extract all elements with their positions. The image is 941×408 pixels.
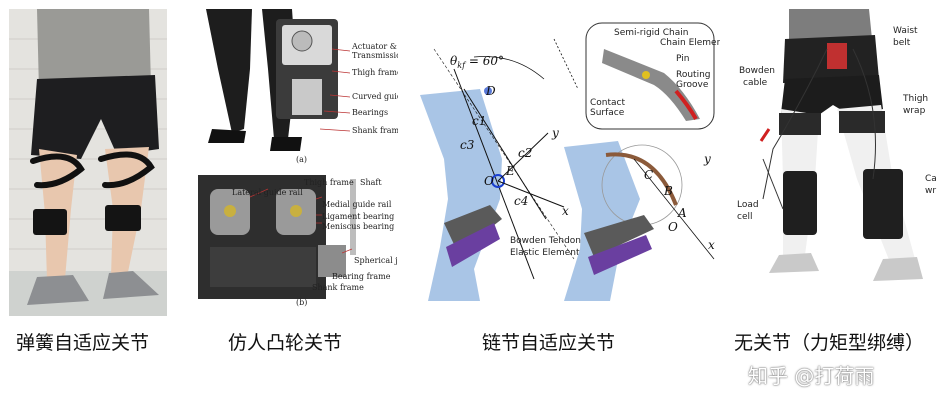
label-lateral-guide: Lateral guide rail (232, 188, 303, 197)
label-sub-b: (b) (296, 298, 307, 307)
label-ligament-bearing: Ligament bearing (322, 212, 394, 221)
label-surface: Surface (590, 108, 625, 118)
jointless-photo: Waist belt Bowden cable Thigh wrap Load … (733, 9, 941, 307)
label-thigh-frame-a: Thigh frame (352, 68, 398, 77)
label-x: x (562, 204, 569, 218)
label-load-2: cell (737, 212, 753, 222)
label-bowden-2: cable (743, 78, 768, 88)
label-medial-guide: Medial guide rail (322, 200, 392, 209)
label-contact: Contact (590, 98, 625, 108)
cam-joint-figure: Actuator & Transmission Thigh frame Curv… (192, 9, 398, 307)
label-y2: y (703, 152, 711, 166)
label-thigh-1: Thigh (902, 94, 928, 104)
label-D: D (485, 84, 496, 98)
label-theta: θkf = 60° (450, 54, 504, 70)
label-bowden-tendon: Bowden Tendon (510, 236, 581, 246)
label-chain-element: Chain Element (660, 38, 720, 48)
label-sub-a: (a) (296, 155, 307, 164)
label-C: C (644, 168, 653, 182)
cam-joint-illustration: Actuator & Transmission Thigh frame Curv… (198, 9, 398, 307)
chain-joint-figure: θkf = 60° D E O c1 c2 c3 c4 y x Bowden T… (414, 9, 720, 307)
label-c1: c1 (472, 114, 486, 128)
label-groove: Groove (676, 80, 709, 90)
caption-spring-joint: 弹簧自适应关节 (16, 332, 150, 354)
jointless-illustration: Waist belt Bowden cable Thigh wrap Load … (737, 9, 937, 281)
label-waist-1: Waist (893, 26, 918, 36)
label-bearings: Bearings (352, 108, 388, 117)
label-calf-1: Ca (925, 174, 937, 184)
label-shank-frame-b: Shank frame (312, 283, 364, 292)
label-load-1: Load (737, 200, 759, 210)
label-bearing-frame: Bearing frame (332, 272, 391, 281)
label-transmission: Transmission (352, 51, 398, 60)
caption-chain-joint: 链节自适应关节 (482, 332, 616, 354)
spring-joint-illustration (9, 9, 167, 316)
label-semi-rigid-chain: Semi-rigid Chain (614, 28, 688, 38)
label-spherical: Spherical j (354, 256, 398, 265)
label-elastic-element: Elastic Element (510, 248, 580, 258)
label-calf-2: wr (925, 186, 936, 196)
label-thigh-frame-b: Thigh frame (304, 178, 354, 187)
label-pin: Pin (676, 54, 689, 64)
label-bowden-1: Bowden (739, 66, 775, 76)
label-E: E (505, 164, 515, 178)
watermark: 知乎 @打荷雨 (748, 364, 875, 388)
label-thigh-2: wrap (903, 106, 926, 116)
label-shank-frame-a: Shank frame (352, 126, 398, 135)
label-c3: c3 (460, 138, 475, 152)
label-O: O (484, 174, 494, 188)
label-waist-2: belt (893, 38, 911, 48)
label-A: A (677, 206, 687, 220)
label-shaft: Shaft (360, 178, 382, 187)
label-actuator: Actuator & (351, 42, 397, 51)
chain-joint-illustration: θkf = 60° D E O c1 c2 c3 c4 y x Bowden T… (420, 22, 720, 301)
label-B: B (663, 184, 673, 198)
spring-joint-photo (9, 9, 167, 316)
label-routing: Routing (676, 70, 711, 80)
label-meniscus-bearing: Meniscus bearing (322, 222, 394, 231)
label-c2: c2 (518, 146, 532, 160)
label-c4: c4 (514, 194, 528, 208)
caption-jointless: 无关节（力矩型绑缚） (734, 332, 925, 354)
label-y: y (551, 126, 559, 140)
caption-cam-joint: 仿人凸轮关节 (228, 332, 343, 354)
label-curved-guide: Curved guide ra (352, 92, 398, 101)
label-x2: x (708, 238, 715, 252)
label-O2: O (668, 220, 678, 234)
